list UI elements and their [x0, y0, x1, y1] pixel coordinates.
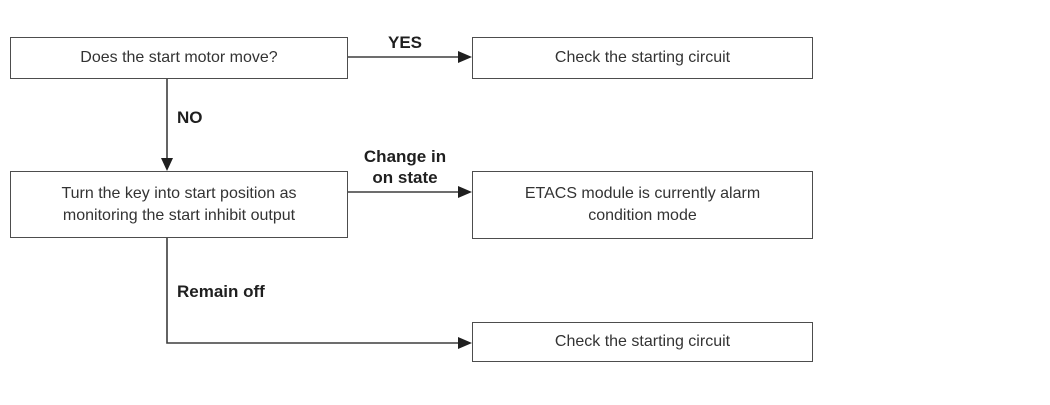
- node-check-starting-circuit-yes: Check the starting circuit: [472, 37, 813, 79]
- arrow-no: [161, 79, 173, 171]
- edge-label-no: NO: [177, 108, 203, 127]
- node-check-starting-circuit-remain-label: Check the starting circuit: [554, 333, 731, 350]
- node-check-starting-circuit-remain: Check the starting circuit: [472, 322, 813, 362]
- node-start-motor-question-label: Does the start motor move?: [80, 49, 278, 66]
- node-etacs-alarm-mode: ETACS module is currently alarm conditio…: [472, 171, 813, 239]
- node-etacs-alarm-mode-label-line1: ETACS module is currently alarm: [524, 185, 761, 202]
- edge-label-remain-off: Remain off: [177, 282, 265, 301]
- node-turn-key-monitor: Turn the key into start position as moni…: [10, 171, 348, 238]
- node-check-starting-circuit-yes-label: Check the starting circuit: [554, 49, 731, 66]
- node-turn-key-monitor-label-line1: Turn the key into start position as: [61, 184, 297, 202]
- edge-label-change-in-line2: on state: [372, 168, 438, 187]
- edge-label-change-in-line1: Change in: [363, 147, 447, 166]
- node-etacs-alarm-mode-label-line2: condition mode: [588, 207, 697, 224]
- node-start-motor-question: Does the start motor move?: [10, 37, 348, 79]
- node-turn-key-monitor-label-line2: monitoring the start inhibit output: [62, 206, 296, 224]
- edge-label-change-in-on-state: Change in on state: [343, 146, 467, 188]
- edge-label-yes: YES: [387, 33, 423, 52]
